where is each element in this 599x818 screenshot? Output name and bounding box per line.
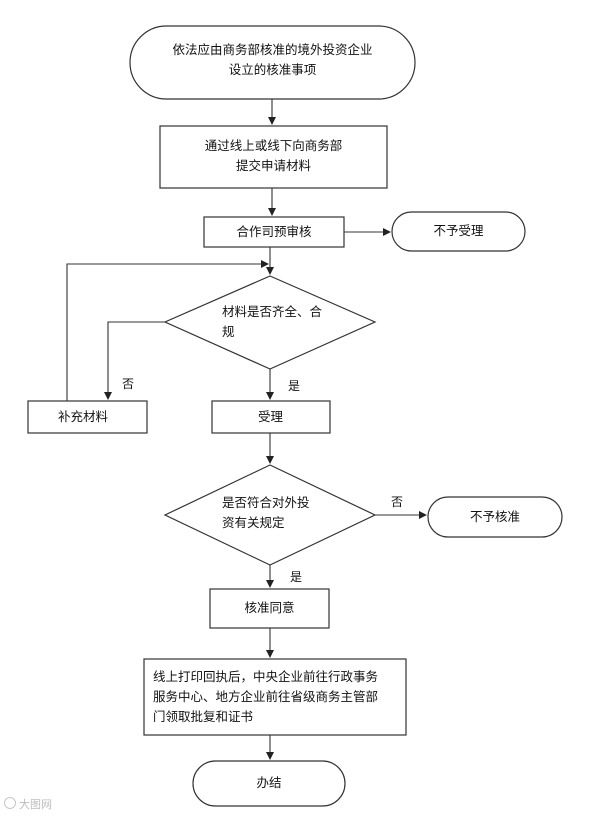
end-label: 办结 <box>256 775 282 790</box>
reject1-label: 不予受理 <box>433 223 484 238</box>
submit-label-line-1: 通过线上或线下向商务部 <box>204 138 343 153</box>
reject2-label: 不予核准 <box>469 509 520 524</box>
print-label-line-3: 门领取批复和证书 <box>153 709 254 724</box>
watermark-logo-icon <box>4 797 16 809</box>
accept-label: 受理 <box>258 409 284 424</box>
supplement-box <box>27 400 148 434</box>
submit-label-line-2: 提交申请材料 <box>235 158 311 173</box>
start-label-line-2: 设立的核准事项 <box>228 62 317 77</box>
start-label-line-1: 依法应由商务部核准的境外投资企业 <box>172 42 373 57</box>
accept-box <box>211 400 331 434</box>
check2-label: 是否符合对外投 资有关规定 <box>222 493 310 533</box>
approve-label: 核准同意 <box>244 600 295 615</box>
reject2-terminal <box>427 496 563 538</box>
end-terminal <box>192 760 346 807</box>
watermark-text: 大图网 <box>19 798 52 811</box>
start-label: 依法应由商务部核准的境外投资企业 设立的核准事项 <box>130 40 415 80</box>
submit-label: 通过线上或线下向商务部 提交申请材料 <box>160 136 387 176</box>
edge-label-yes-1: 是 <box>288 379 301 393</box>
reject1-terminal <box>391 211 526 252</box>
prereview-label: 合作司预审核 <box>236 224 312 239</box>
watermark: 大图网 <box>4 796 52 812</box>
approve-box <box>209 588 330 629</box>
print-box <box>143 658 407 736</box>
print-label-line-1: 线上打印回执后，中央企业前往行政事务 <box>153 669 379 684</box>
edge-supplement-loop <box>66 260 269 401</box>
print-label: 线上打印回执后，中央企业前往行政事务 服务中心、地方企业前往省级商务主管部 门领… <box>153 667 378 727</box>
edge-label-no-1: 否 <box>122 377 135 391</box>
submit-box <box>159 125 388 189</box>
supplement-label: 补充材料 <box>58 409 109 424</box>
edge-check1-supplement <box>104 321 165 400</box>
edge-label-yes-2: 是 <box>290 570 303 584</box>
check1-label-line-2: 规 <box>222 324 235 339</box>
check2-label-line-2: 资有关规定 <box>222 515 285 530</box>
check1-label: 材料是否齐全、合 规 <box>222 302 322 342</box>
print-label-line-2: 服务中心、地方企业前往省级商务主管部 <box>153 689 379 704</box>
check1-label-line-1: 材料是否齐全、合 <box>222 304 323 319</box>
prereview-box <box>203 216 345 248</box>
edge-label-no-2: 否 <box>391 495 404 509</box>
check2-label-line-1: 是否符合对外投 <box>222 495 310 510</box>
